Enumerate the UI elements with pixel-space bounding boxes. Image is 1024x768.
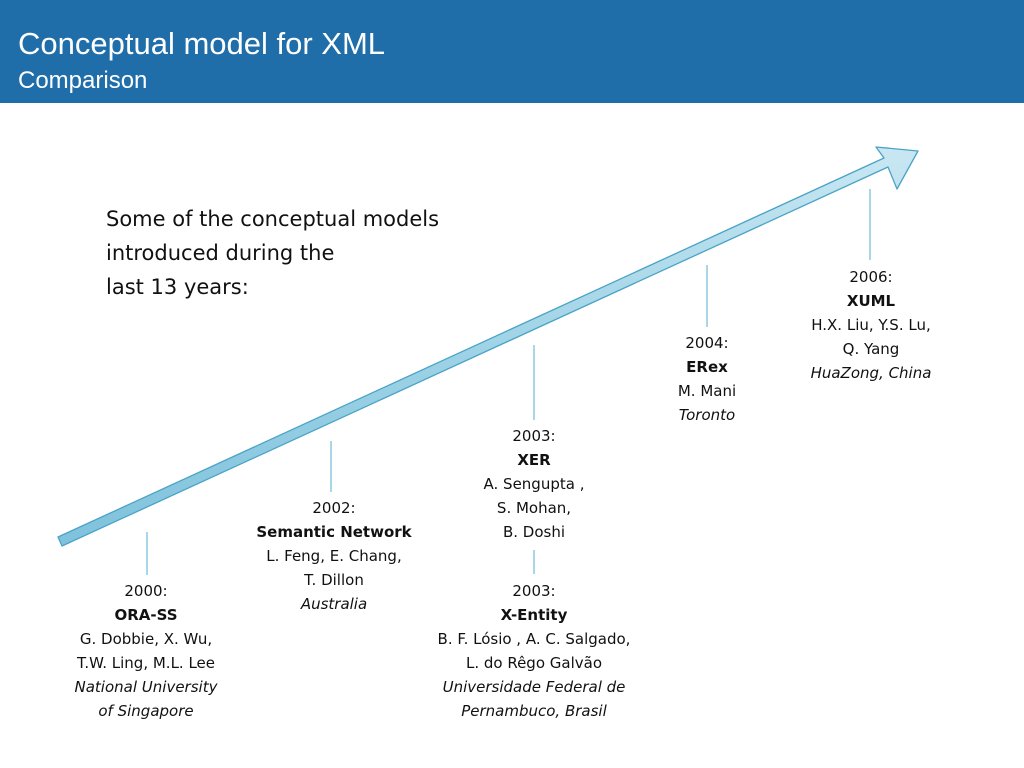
timeline-entry-xuml: 2006: XUML H.X. Liu, Y.S. Lu, Q. Yang Hu… <box>761 265 981 385</box>
entry-institution: Toronto <box>678 406 736 424</box>
entry-institution: Pernambuco, Brasil <box>461 702 607 720</box>
entry-year: 2003: <box>512 582 556 600</box>
entry-institution: HuaZong, China <box>810 364 932 382</box>
entry-authors: A. Sengupta , <box>483 475 585 493</box>
entry-institution: Universidade Federal de <box>442 678 626 696</box>
entry-model-name: ERex <box>686 358 728 376</box>
entry-model-name: XUML <box>846 292 896 310</box>
entry-year: 2002: <box>312 499 356 517</box>
timeline-arrow <box>57 146 919 547</box>
entry-institution: Australia <box>300 595 368 613</box>
entry-model-name: XER <box>517 451 551 469</box>
entry-year: 2003: <box>512 427 556 445</box>
entry-institution: National University <box>74 678 218 696</box>
entry-authors: H.X. Liu, Y.S. Lu, <box>811 316 931 334</box>
entry-model-name: X-Entity <box>500 606 568 624</box>
entry-authors: B. F. Lósio , A. C. Salgado, <box>437 630 631 648</box>
entry-authors: M. Mani <box>677 382 737 400</box>
intro-line: Some of the conceptual models <box>106 207 440 231</box>
entry-year: 2006: <box>849 268 893 286</box>
entry-model-name: ORA-SS <box>114 606 178 624</box>
intro-line: introduced during the <box>106 241 335 265</box>
entry-authors: S. Mohan, <box>496 499 572 517</box>
timeline-entry-ora-ss: 2000: ORA-SS G. Dobbie, X. Wu, T.W. Ling… <box>36 579 256 723</box>
slide-subtitle: Comparison <box>18 67 148 94</box>
entry-authors: G. Dobbie, X. Wu, <box>79 630 213 648</box>
slide-header: Conceptual model for XML Comparison <box>0 0 1024 103</box>
entry-authors: T.W. Ling, M.L. Lee <box>76 654 216 672</box>
entry-authors: L. Feng, E. Chang, <box>266 547 402 565</box>
timeline-entry-x-entity: 2003: X-Entity B. F. Lósio , A. C. Salga… <box>404 579 664 723</box>
timeline-entry-xer: 2003: XER A. Sengupta , S. Mohan, B. Dos… <box>424 424 644 544</box>
timeline-entry-semantic-network: 2002: Semantic Network L. Feng, E. Chang… <box>224 496 444 616</box>
entry-authors: L. do Rêgo Galvão <box>465 654 603 672</box>
entry-institution: of Singapore <box>98 702 194 720</box>
entry-authors: Q. Yang <box>842 340 900 358</box>
entry-model-name: Semantic Network <box>256 523 412 541</box>
timeline-entry-erex: 2004: ERex M. Mani Toronto <box>597 331 817 427</box>
entry-authors: B. Doshi <box>502 523 566 541</box>
entry-year: 2004: <box>685 334 729 352</box>
intro-line: last 13 years: <box>106 275 249 299</box>
slide-title: Conceptual model for XML <box>18 26 386 61</box>
entry-authors: T. Dillon <box>304 571 364 589</box>
intro-text: Some of the conceptual models introduced… <box>106 202 486 304</box>
entry-year: 2000: <box>124 582 168 600</box>
